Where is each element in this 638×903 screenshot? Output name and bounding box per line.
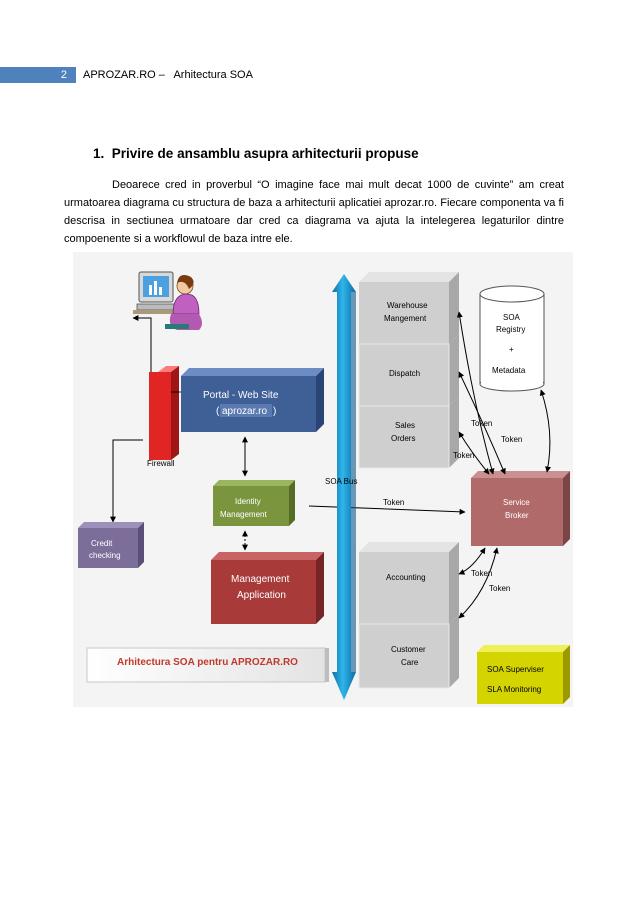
sales-label-line2: Orders	[391, 434, 415, 443]
management-application-block	[211, 552, 324, 624]
diagram-caption: Arhitectura SOA pentru APROZAR.RO	[117, 657, 298, 668]
firewall-label: Firewall	[147, 459, 175, 468]
section-heading: 1. Privire de ansamblu asupra arhitectur…	[93, 146, 419, 161]
token-label-sales: Token	[471, 419, 492, 428]
management-label-line2: Application	[237, 590, 286, 601]
portal-block	[181, 368, 324, 432]
token-label-registry: Token	[501, 435, 522, 444]
registry-label-line3: Metadata	[492, 366, 526, 375]
identity-label-line2: Management	[220, 510, 267, 519]
token-label-identity-broker: Token	[383, 498, 404, 507]
identity-label-line1: Identity	[235, 497, 261, 506]
user-at-computer-icon	[133, 271, 202, 330]
registry-label-line1: SOA	[503, 313, 521, 322]
section-title-text: Privire de ansamblu asupra arhitecturii …	[111, 146, 419, 161]
portal-url: aprozar.ro	[222, 406, 267, 417]
soa-bus-label: SOA Bus	[325, 477, 357, 486]
dispatch-label: Dispatch	[389, 369, 420, 378]
portal-close-paren: )	[273, 406, 276, 417]
warehouse-label-line2: Mangement	[384, 314, 427, 323]
identity-management-block	[213, 480, 295, 526]
service-column	[358, 272, 459, 689]
accounting-label: Accounting	[386, 573, 426, 582]
body-paragraph: Deoarece cred in proverbul “O imagine fa…	[64, 179, 564, 245]
token-label-sales-lower: Token	[453, 451, 474, 460]
token-label-accounting: Token	[471, 569, 492, 578]
diagram-caption-box	[86, 647, 329, 683]
credit-checking-block	[78, 522, 144, 568]
portal-open-paren: (	[216, 406, 220, 417]
page-number: 2	[0, 67, 76, 83]
broker-label-line1: Service	[503, 498, 530, 507]
credit-label-line1: Credit	[91, 539, 113, 548]
customer-label-line2: Care	[401, 658, 419, 667]
supervisor-label-line2: SLA Monitoring	[487, 685, 541, 694]
token-label-customer: Token	[489, 584, 510, 593]
broker-label-line2: Broker	[505, 511, 529, 520]
warehouse-label-line1: Warehouse	[387, 301, 428, 310]
service-broker-block	[471, 471, 570, 546]
customer-label-line1: Customer	[391, 645, 426, 654]
registry-label-line2: Registry	[496, 325, 525, 334]
management-label-line1: Management	[231, 574, 290, 585]
supervisor-label-line1: SOA Superviser	[487, 665, 544, 674]
running-header-title: APROZAR.RO – Arhitectura SOA	[83, 69, 253, 81]
portal-title: Portal - Web Site	[203, 390, 279, 401]
sales-label-line1: Sales	[395, 421, 415, 430]
soa-bus-arrow	[332, 274, 356, 700]
registry-plus: +	[509, 345, 514, 354]
firewall-block	[149, 366, 179, 460]
section-number: 1.	[93, 146, 105, 161]
soa-supervisor-block	[477, 645, 570, 704]
credit-label-line2: checking	[89, 551, 121, 560]
soa-registry-cylinder	[479, 285, 545, 392]
soa-architecture-diagram: Firewall Portal - Web Site ( aprozar.ro …	[73, 252, 573, 707]
